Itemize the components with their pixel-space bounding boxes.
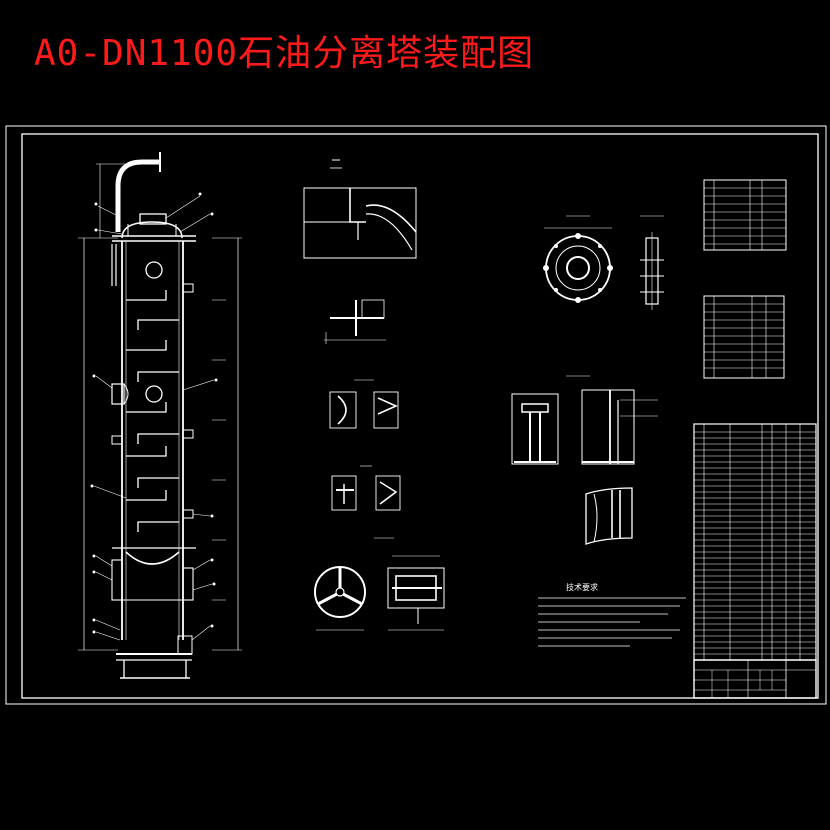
table-parts-list [693,423,817,661]
inner-sheet-border [21,133,819,699]
detail-view-bracket-pair [331,465,401,511]
detail-view-support-front [511,375,590,465]
detail-view-curved-plate [585,487,633,545]
drawing-title: A0-DN1100石油分离塔装配图 [34,33,535,74]
title-block [693,659,817,699]
table-nozzle-list [703,179,787,251]
tech-requirements-title: 技术要求 [566,582,598,592]
detail-view-flange-plan [543,215,613,303]
tower-column-view [78,152,242,679]
table-design-data [703,295,785,379]
detail-view-weir [303,159,417,259]
detail-view-wheel-distributor [314,566,366,631]
detail-view-tray-support [324,299,386,344]
detail-view-clamp-pair [329,379,399,429]
technical-requirements-block: 技术要求 [538,582,686,647]
detail-view-support-side [581,389,658,465]
detail-view-flange-side [640,215,664,310]
outer-sheet-border [5,125,827,705]
detail-view-flange-section [374,537,445,631]
